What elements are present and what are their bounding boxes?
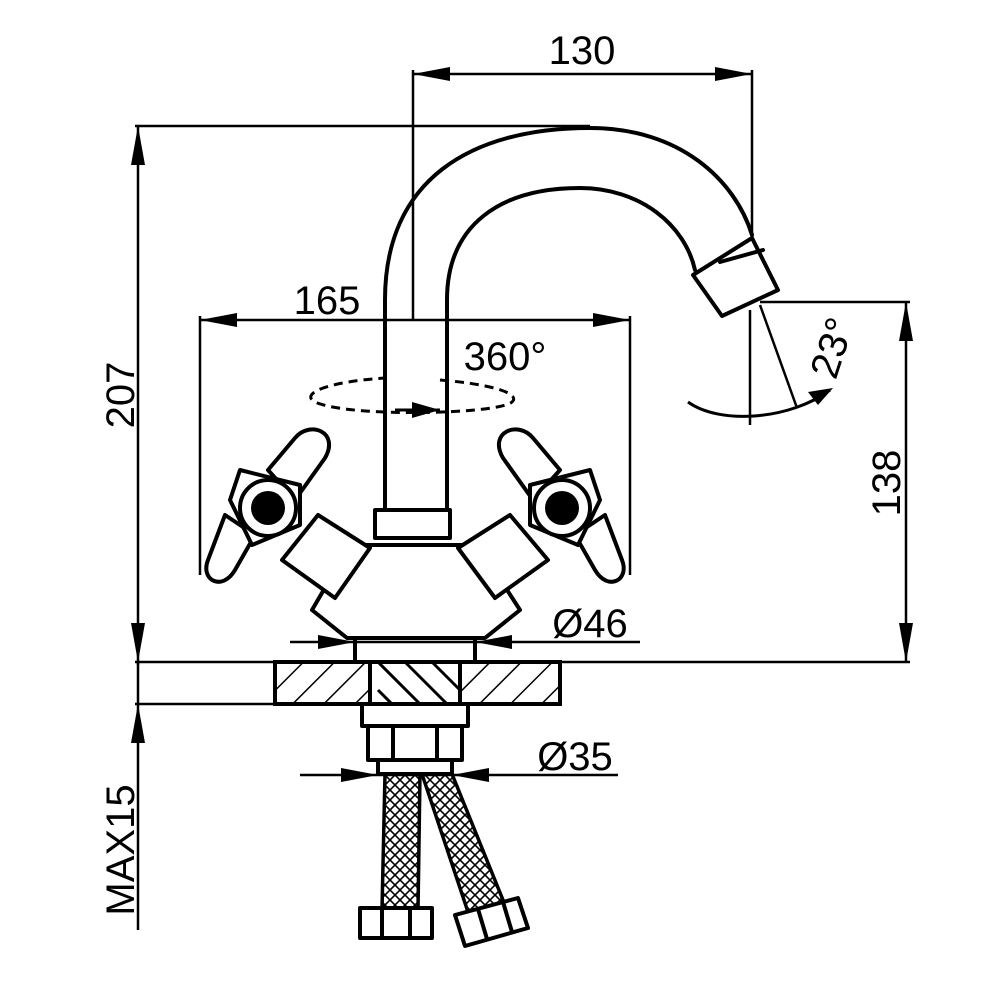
body-diameter-label: Ø46: [552, 602, 628, 646]
tilt-indicator: [687, 304, 833, 425]
rotation-indicator: [309, 376, 516, 418]
left-cross-handle: [204, 427, 332, 584]
right-cross-handle: [496, 427, 626, 584]
spout-height-label: 138: [865, 450, 909, 517]
max-thickness-label: MAX15: [99, 784, 143, 915]
spout-reach-label: 130: [549, 29, 616, 73]
dimension-lines: [131, 67, 913, 930]
rotation-label: 360°: [464, 335, 547, 379]
mounting-shank: [360, 702, 470, 776]
handle-span-label: 165: [294, 279, 361, 323]
counter-slab: [273, 660, 562, 706]
total-height-label: 207: [99, 362, 143, 429]
spout: [383, 126, 780, 512]
shank-diameter-label: Ø35: [537, 735, 613, 779]
supply-hoses: [358, 772, 530, 948]
tilt-angle-label: 23°: [802, 312, 863, 383]
